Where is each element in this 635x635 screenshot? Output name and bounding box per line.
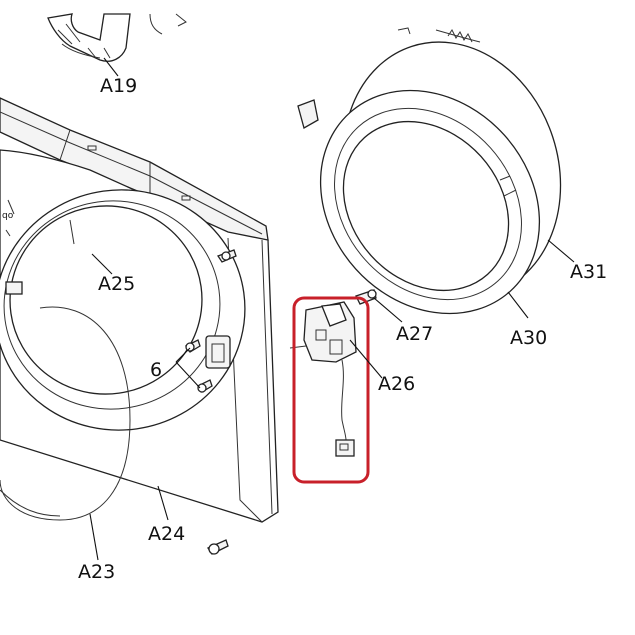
door-ring-a30-a31 [297, 27, 562, 315]
top-panel [0, 97, 269, 241]
door-lock-a26 [289, 301, 357, 457]
screws [185, 249, 237, 555]
leader-lines [89, 57, 575, 561]
label-a23: A23 [78, 561, 115, 583]
label-a30: A30 [510, 327, 547, 349]
label-a25: A25 [98, 273, 135, 295]
drain-hose-a19 [47, 13, 187, 62]
label-a26: A26 [378, 373, 415, 395]
label-a24: A24 [148, 523, 185, 545]
label-six: 6 [150, 359, 162, 381]
label-a31: A31 [570, 261, 607, 283]
highlight-box [292, 296, 370, 484]
svg-text:qo: qo [2, 211, 14, 221]
door-glass-a23 [0, 306, 131, 521]
label-a27: A27 [396, 323, 433, 345]
screw-a27 [355, 289, 377, 305]
label-a19: A19 [100, 75, 137, 97]
front-panel-a24: qo [0, 149, 279, 523]
